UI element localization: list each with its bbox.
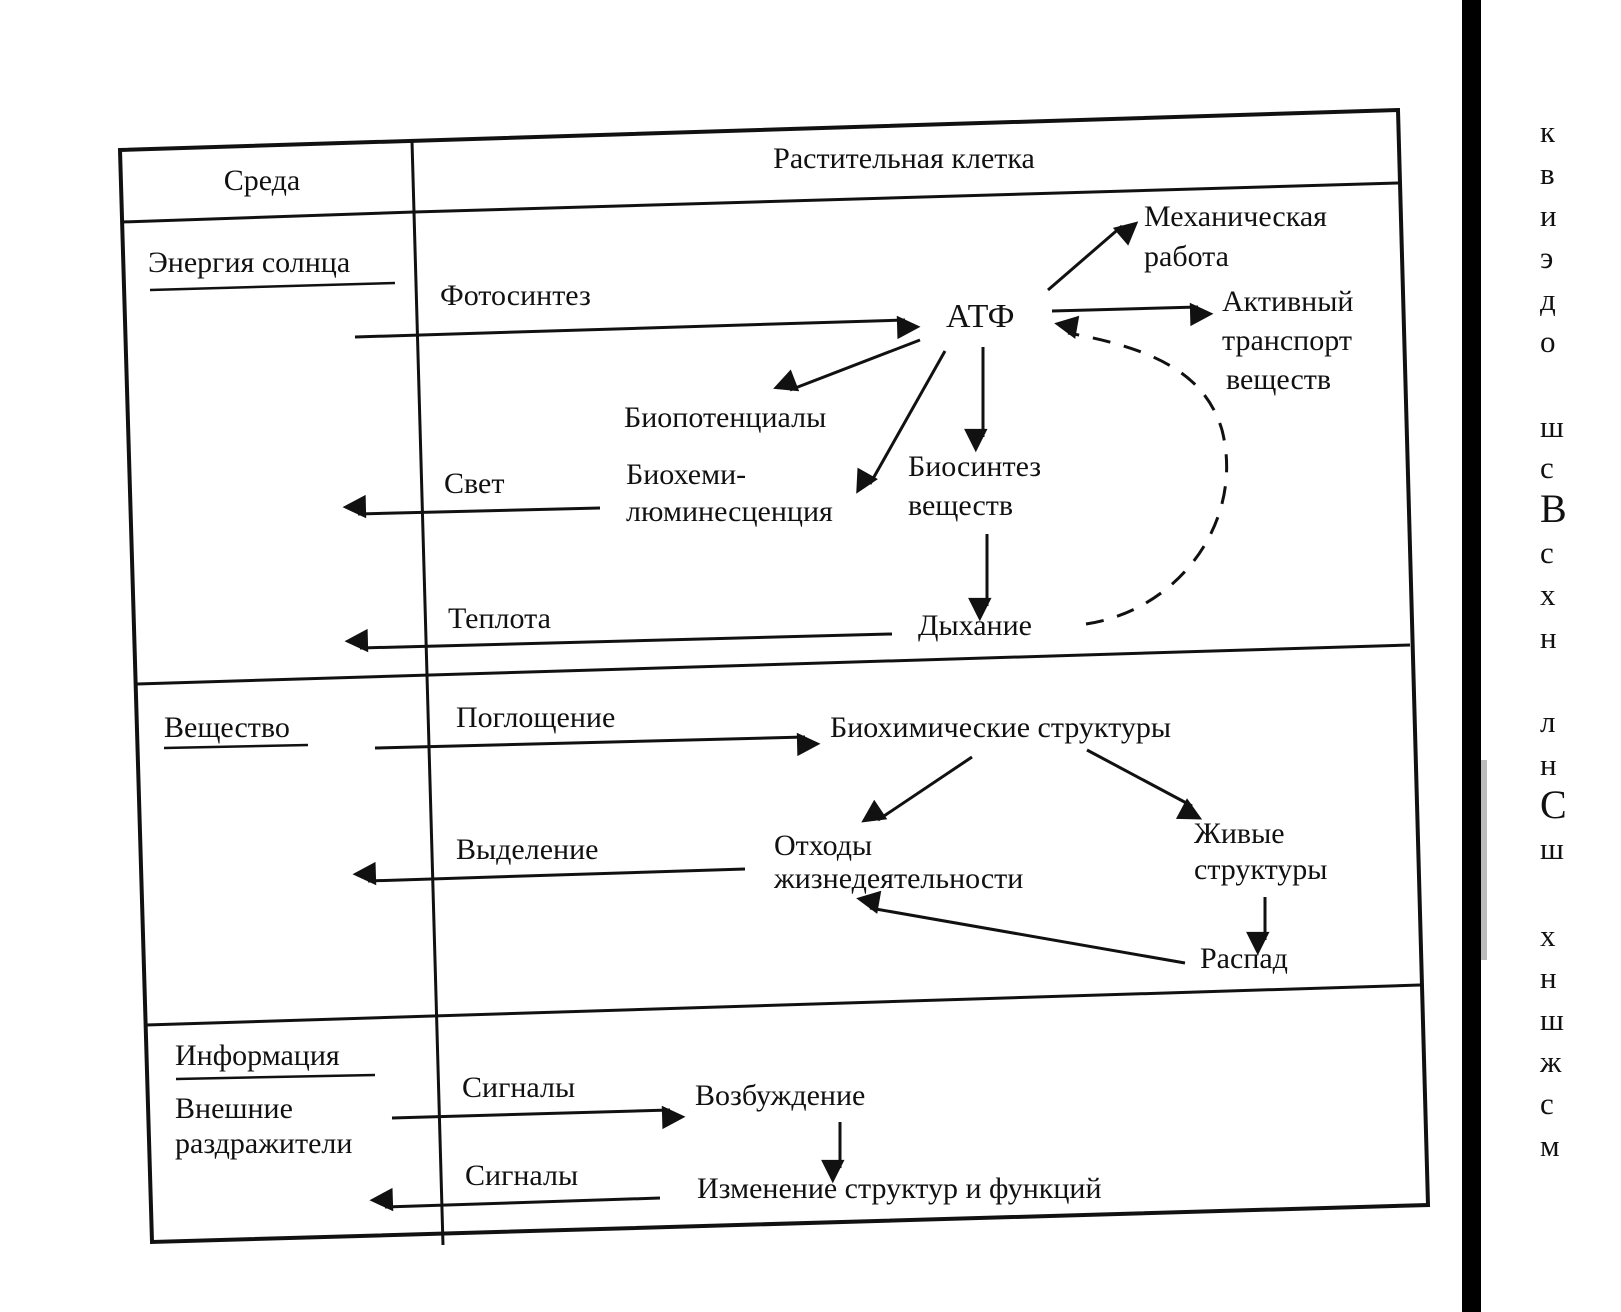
node-stimuli-line2: раздражители <box>175 1127 352 1160</box>
node-biochem-structures: Биохимические структуры <box>830 711 1171 744</box>
node-living-line2: структуры <box>1194 853 1327 886</box>
energy-heading-underline <box>149 281 396 292</box>
node-decay: Распад <box>1200 942 1288 975</box>
side-fragment: и <box>1540 198 1557 233</box>
label-light: Свет <box>444 467 504 500</box>
side-fragment: в <box>1540 156 1555 191</box>
side-text-column: к в и э д о ш с В с х н л н С ш х н ш ж … <box>1539 114 1567 1163</box>
arrow-biochem-to-waste <box>861 755 973 823</box>
header-left-divider <box>121 210 415 224</box>
table-frame <box>117 107 1431 1246</box>
matter-info-divider <box>145 983 1421 1027</box>
info-heading-underline <box>175 1073 376 1081</box>
side-fragment: н <box>1540 960 1557 995</box>
side-fragment: н <box>1540 747 1557 782</box>
arrow-atp-to-transport <box>1051 302 1214 327</box>
arrow-decay-to-waste <box>856 890 1186 965</box>
side-fragment: с <box>1540 450 1554 485</box>
node-biochemilum-line2: люминесценция <box>626 495 833 528</box>
side-fragment: с <box>1540 535 1554 570</box>
label-excretion: Выделение <box>456 833 598 866</box>
node-transport-line3: веществ <box>1226 363 1331 396</box>
node-waste-line1: Отходы <box>774 829 872 862</box>
side-fragment: ш <box>1540 409 1564 444</box>
energy-matter-divider <box>136 643 1411 686</box>
label-signals-in: Сигналы <box>462 1071 575 1104</box>
matter-heading-underline <box>163 743 309 750</box>
page-spine-bar <box>1462 0 1481 1312</box>
label-photosynthesis: Фотосинтез <box>440 279 591 312</box>
side-fragment: м <box>1540 1128 1560 1163</box>
side-fragment: ш <box>1540 831 1564 866</box>
node-atp: АТФ <box>946 298 1014 335</box>
side-fragment: С <box>1540 782 1567 827</box>
arrow-biochem-to-living <box>1086 748 1203 820</box>
header-plant-cell: Растительная клетка <box>773 142 1035 175</box>
node-mech-work-line2: работа <box>1144 240 1229 273</box>
side-fragment: ж <box>1539 1044 1562 1079</box>
arrow-atp-to-biochemilum <box>856 350 947 494</box>
header-environment: Среда <box>224 164 301 197</box>
node-biosynthesis-line2: веществ <box>908 489 1013 522</box>
label-signals-out: Сигналы <box>465 1159 578 1192</box>
side-fragment: л <box>1540 704 1555 739</box>
arrow-respiration-to-atp-dashed <box>1054 315 1228 626</box>
arrow-photosynthesis-to-atp <box>354 315 921 340</box>
arrow-waste-to-excretion <box>352 861 746 886</box>
node-excitation: Возбуждение <box>695 1079 865 1112</box>
matter-heading: Вещество <box>164 711 290 744</box>
node-transport-line2: транспорт <box>1222 324 1352 357</box>
side-fragment: д <box>1540 282 1556 317</box>
arrow-atp-to-mech-work <box>1047 221 1139 292</box>
arrow-respiration-to-heat <box>344 628 893 653</box>
side-fragment: о <box>1540 324 1556 359</box>
table-border <box>117 107 1431 1245</box>
node-biopotentials: Биопотенциалы <box>624 401 826 434</box>
side-fragment: н <box>1540 620 1557 655</box>
node-transport-line1: Активный <box>1222 285 1353 318</box>
side-fragment: х <box>1540 577 1556 612</box>
label-absorption: Поглощение <box>456 701 615 734</box>
label-heat: Теплота <box>448 602 551 635</box>
node-waste-line2: жизнедеятельности <box>773 862 1023 895</box>
side-fragment: к <box>1540 114 1556 149</box>
side-fragment: х <box>1540 918 1556 953</box>
arrow-change-to-signals-out <box>369 1187 661 1212</box>
side-fragment: В <box>1540 486 1567 531</box>
page-gutter-shadow <box>1481 760 1487 960</box>
header-right-divider <box>413 181 1399 214</box>
node-respiration: Дыхание <box>918 609 1032 642</box>
node-stimuli-line1: Внешние <box>175 1092 293 1125</box>
info-heading: Информация <box>175 1039 340 1072</box>
arrow-absorption-to-biochem <box>374 732 821 757</box>
node-change: Изменение структур и функций <box>697 1172 1102 1205</box>
arrow-stimuli-to-excitation <box>391 1105 686 1130</box>
arrow-atp-to-biopotentials <box>773 338 921 392</box>
node-living-line1: Живые <box>1194 817 1285 850</box>
side-fragment: с <box>1540 1086 1554 1121</box>
side-fragment: ш <box>1540 1002 1564 1037</box>
arrow-biochemilum-to-light <box>342 494 601 519</box>
side-fragment: э <box>1540 240 1553 275</box>
node-mech-work-line1: Механическая <box>1144 200 1327 233</box>
node-biochemilum-line1: Биохеми- <box>626 458 746 491</box>
energy-heading: Энергия солнца <box>148 246 350 279</box>
center-divider <box>410 140 445 1246</box>
node-biosynthesis-line1: Биосинтез <box>908 450 1041 483</box>
